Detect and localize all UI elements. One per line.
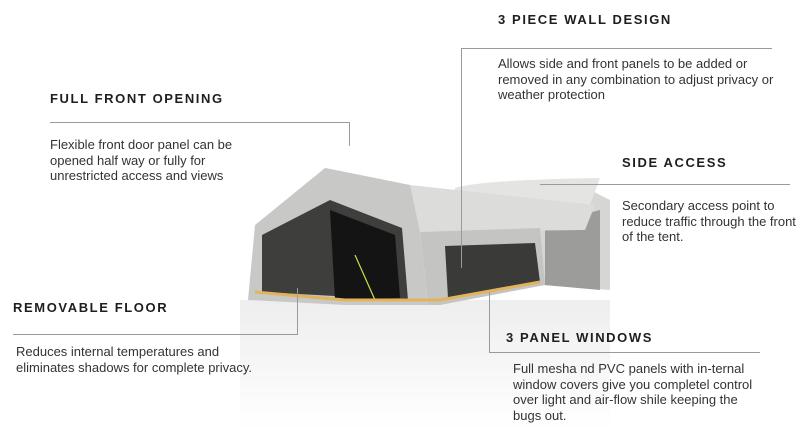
feature-title-panel-windows: 3 PANEL WINDOWS xyxy=(506,330,654,345)
feature-text-front-opening: Flexible front door panel can be opened … xyxy=(50,137,233,184)
front-door-opening xyxy=(330,210,400,300)
callout-line xyxy=(297,288,298,335)
feature-text-removable-floor: Reduces internal temperatures and elimin… xyxy=(16,344,253,375)
callout-line xyxy=(349,122,350,146)
floor-trim xyxy=(254,280,541,302)
callout-line xyxy=(13,334,297,335)
floor-reflection xyxy=(240,300,610,430)
feature-text-wall-design: Allows side and front panels to be added… xyxy=(498,56,774,103)
feature-title-front-opening: FULL FRONT OPENING xyxy=(50,91,224,106)
callout-line xyxy=(50,122,349,123)
callout-line xyxy=(540,184,790,185)
feature-title-wall-design: 3 PIECE WALL DESIGN xyxy=(498,12,672,27)
callout-line xyxy=(489,352,760,353)
feature-title-side-access: SIDE ACCESS xyxy=(622,155,728,170)
feature-text-panel-windows: Full mesha nd PVC panels with in-ternal … xyxy=(513,361,753,423)
side-access-mesh xyxy=(445,243,540,298)
callout-line xyxy=(461,48,772,49)
feature-text-side-access: Secondary access point to reduce traffic… xyxy=(622,198,796,245)
callout-line xyxy=(461,48,462,268)
feature-title-removable-floor: REMOVABLE FLOOR xyxy=(13,300,169,315)
callout-line xyxy=(489,292,490,353)
